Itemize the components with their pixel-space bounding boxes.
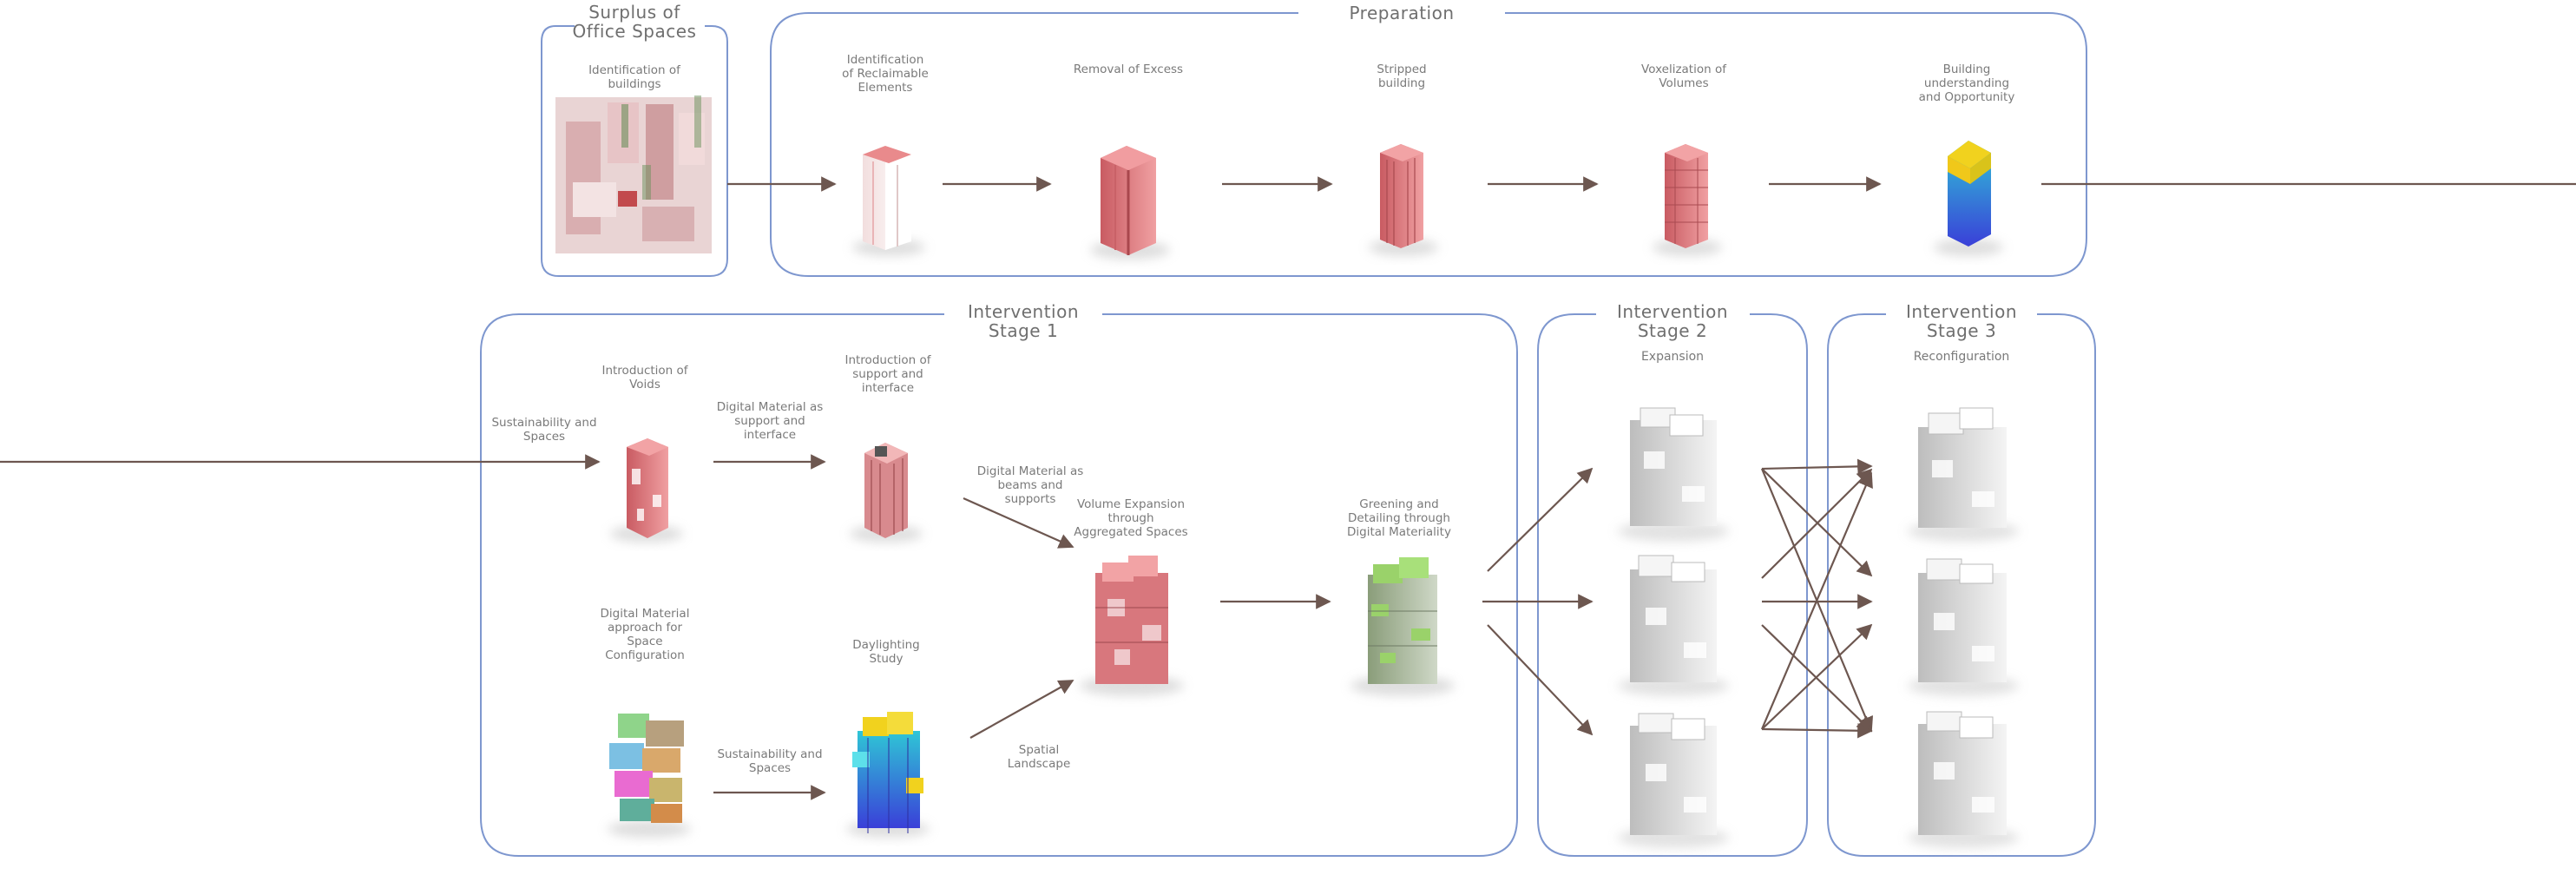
label-removal: Removal of Excess [1074,62,1183,76]
arrow-s2bottom-to-s3top [1760,471,1873,730]
label-volume-expansion-3: Aggregated Spaces [1074,525,1187,539]
label-voids-2: Voids [629,378,660,391]
stage1-title-line-1: Intervention [968,301,1079,322]
tower-removal-image [1090,146,1170,260]
arrow-s2top-to-s3top [1761,458,1873,475]
label-reclaimable-2: of Reclaimable [842,67,929,81]
arrow-label-sustainability-2a: Sustainability and [717,747,822,761]
arrow-label-dm-support-3: interface [744,428,796,442]
stage2-title-line-2: Stage 2 [1638,320,1707,341]
label-daylighting-1: Daylighting [852,638,919,652]
stage2-title-line-1: Intervention [1617,301,1728,322]
city-aerial-image [555,95,712,253]
label-greening-1: Greening and [1359,497,1438,511]
surplus-title-line-2: Office Spaces [573,21,697,42]
arrow-label-dm-support-2: support and [734,414,805,428]
tower-stripped-image [1369,144,1438,256]
arrow-support-to-volume-expansion [963,497,1074,549]
tower-reclaimable-image [852,146,925,256]
dm-approach-image [608,714,691,838]
label-voids-1: Introduction of [601,364,688,378]
label-daylighting-2: Study [870,652,904,666]
surplus-title-line-1: Surplus of [588,2,680,23]
label-voxelization-2: Volumes [1659,76,1708,90]
arrow-label-dm-beams-2: beams and [997,478,1062,492]
volume-expansion-image [1080,556,1184,696]
arrow-label-sustainability-1a: Sustainability and [491,416,596,430]
group-stage1: Intervention Stage 1 [480,301,1518,857]
label-understanding-2: understanding [1924,76,2009,90]
label-support-3: interface [862,381,914,395]
arrows [0,176,2576,800]
arrow-label-dm-beams-1: Digital Material as [977,464,1084,478]
arrow-s2bottom-to-s3mid [1761,623,1873,730]
stage3-subtitle: Reconfiguration [1914,350,2010,364]
group-stage2: Intervention Stage 2 Expansion [1537,301,1808,857]
label-greening-3: Digital Materiality [1347,525,1451,539]
support-tower-image [850,443,923,543]
arrow-label-dm-beams-3: supports [1005,492,1056,506]
stage2-variant-bottom-image [1618,713,1729,848]
stage3-title-line-1: Intervention [1906,301,2017,322]
label-identification-buildings-1: Identification of [588,63,681,77]
preparation-title: Preparation [1349,3,1454,23]
arrow-label-sustainability-2b: Spaces [749,761,791,775]
stage3-variant-top-image [1908,407,2019,542]
label-reclaimable-3: Elements [858,81,913,95]
stage3-variant-bottom-image [1908,711,2019,848]
arrow-greening-to-stage2-top [1487,467,1594,572]
label-identification-buildings-2: buildings [608,77,660,91]
label-dm-approach-1: Digital Material [601,607,690,621]
label-understanding-1: Building [1943,62,1991,76]
label-dm-approach-2: approach for [608,621,682,635]
arrow-s2top-to-s3mid [1761,468,1873,577]
stage2-subtitle: Expansion [1641,350,1704,364]
label-volume-expansion-1: Volume Expansion [1077,497,1185,511]
label-dm-approach-3: Space [627,635,662,648]
label-reclaimable-1: Identification [847,53,924,67]
label-volume-expansion-2: through [1107,511,1153,525]
label-stripped-2: building [1378,76,1425,90]
label-greening-2: Detailing through [1348,511,1450,525]
arrow-labels: Sustainability and Spaces Digital Materi… [491,400,1083,775]
label-stripped-1: Stripped [1377,62,1426,76]
arrow-label-spatial-2: Landscape [1008,757,1071,771]
label-dm-approach-4: Configuration [605,648,685,662]
group-stage3: Intervention Stage 3 Reconfiguration [1827,301,2096,857]
tower-voxelization-image [1653,144,1722,256]
label-support-2: support and [852,367,923,381]
stage3-title-line-2: Stage 3 [1927,320,1996,341]
stage2-variant-middle-image [1618,555,1729,696]
group-surplus: Surplus of Office Spaces [541,2,728,277]
voids-tower-image [610,438,683,543]
greening-image [1350,557,1455,696]
arrow-s2bottom-to-s3bottom [1761,722,1873,739]
stage1-title-line-2: Stage 1 [989,320,1058,341]
label-voxelization-1: Voxelization of [1641,62,1727,76]
arrow-s2mid-to-s3top [1761,468,1873,579]
tower-understanding-image [1934,141,2003,256]
label-understanding-3: and Opportunity [1919,90,2015,104]
group-preparation: Preparation [770,3,2087,277]
arrow-label-sustainability-1b: Spaces [523,430,565,444]
daylighting-image [846,712,930,838]
arrow-label-spatial-1: Spatial [1019,743,1059,757]
arrow-label-dm-support-1: Digital Material as [717,400,824,414]
step-labels: Identification of buildings Identificati… [588,53,2014,666]
stage3-variant-middle-image [1908,558,2019,696]
arrow-daylighting-to-volume-expansion [969,680,1074,739]
stage2-variant-top-image [1618,407,1729,542]
arrow-greening-to-stage2-bottom [1487,624,1594,736]
label-support-1: Introduction of [844,353,931,367]
